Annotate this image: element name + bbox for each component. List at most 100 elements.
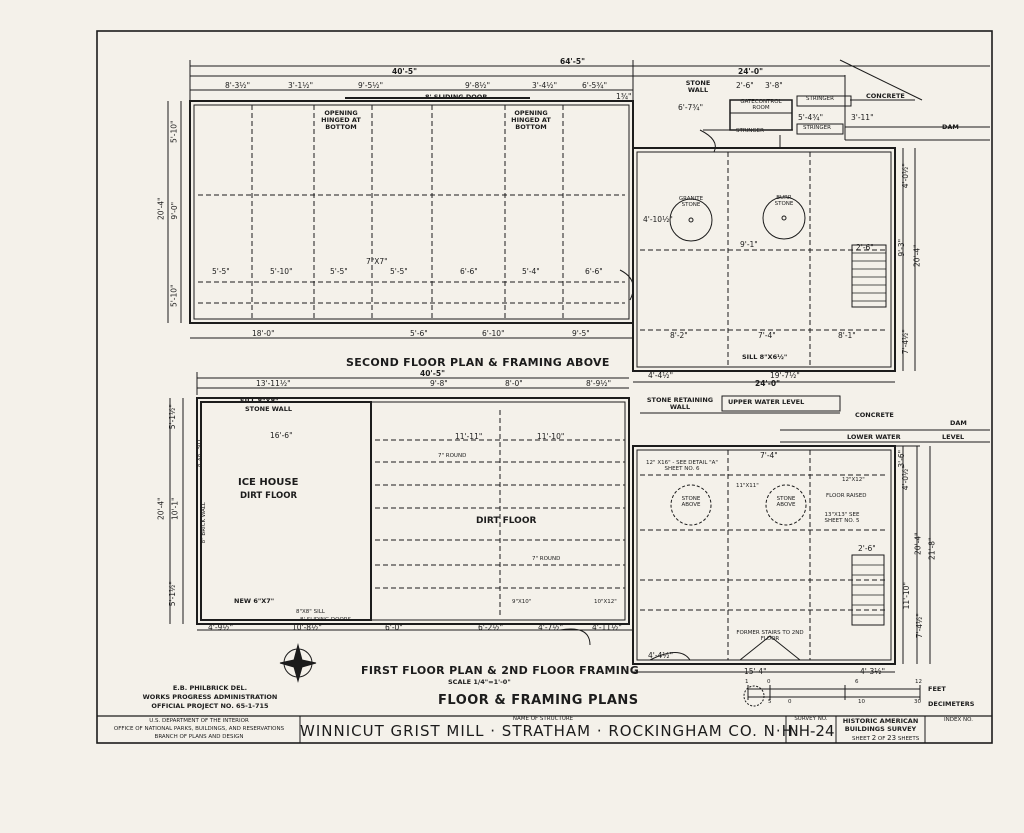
stringer-note: STRINGER	[736, 128, 764, 134]
decimeters-label: DECIMETERS	[928, 700, 975, 708]
former-stairs-note: FORMER STAIRS TO 2ND FLOOR	[736, 630, 804, 643]
dim-label: 7"X7"	[366, 257, 388, 266]
dim-label: 7'-4"	[760, 451, 778, 460]
concrete-note: CONCRETE	[866, 92, 905, 100]
dirt-floor-label: DIRT FLOOR	[240, 491, 298, 501]
dim-label: 2'-6"	[736, 81, 754, 90]
stone-above-label: STONE ABOVE	[681, 496, 701, 508]
opening-note: OPENING HINGED AT BOTTOM	[511, 109, 551, 131]
dim-label: 11'-10"	[901, 582, 911, 610]
overall-dim-label: 64'-5"	[560, 57, 585, 66]
dim-label: 20'-4"	[156, 197, 166, 221]
survey-no: NH-24	[787, 722, 835, 740]
dim-label: 8'-9½"	[586, 379, 612, 388]
dim-label: 4'-4½"	[648, 371, 674, 380]
dim-label: 5'-10"	[169, 284, 179, 308]
agency-line: BRANCH OF PLANS AND DESIGN	[154, 734, 244, 740]
feet-label: FEET	[928, 685, 946, 693]
drawing-title: FLOOR & FRAMING PLANS	[438, 693, 639, 708]
sill-note: 8"X8" SILL	[296, 609, 325, 615]
survey-no-label: SURVEY NO.	[794, 716, 828, 722]
round-post-note: 7" ROUND	[438, 453, 467, 459]
dim-label: 5'-4¾"	[798, 113, 824, 122]
scale-note: SCALE 1/4"=1'-0"	[448, 678, 511, 686]
first-floor-title: FIRST FLOOR PLAN & 2ND FLOOR FRAMING	[361, 664, 640, 677]
index-no-label: INDEX NO.	[944, 717, 973, 723]
dim-label: 4'-7½"	[538, 623, 564, 632]
delineator-line: WORKS PROGRESS ADMINISTRATION	[142, 693, 278, 701]
sill-note: 8"X8" SILL	[196, 438, 203, 468]
dim-label: 5'-10"	[169, 120, 179, 144]
structure-name: WINNICUT GRIST MILL · STRATHAM · ROCKING…	[300, 722, 800, 740]
sheet-prefix: SHEET	[852, 736, 870, 742]
bay-dim: 5'-5"	[330, 267, 348, 276]
scale-tick: 30	[914, 699, 921, 705]
stone-wall-note: STONE WALL	[245, 405, 292, 413]
habs-line: HISTORIC AMERICAN	[842, 717, 919, 725]
scale-tick: 6	[855, 679, 859, 685]
dim-label: 10'-1"	[170, 497, 180, 521]
dim-label: 9"X10"	[512, 599, 532, 605]
dim-label: 13'-11½"	[256, 379, 291, 388]
dim-label: 4'-4½"	[648, 651, 674, 660]
dim-label: 4'-10½"	[643, 215, 673, 224]
sill-note: SILL 8"X6½"	[742, 353, 788, 361]
bay-dim: 5'-4"	[522, 267, 540, 276]
sliding-doors-note: 8' SLIDING DOORS	[300, 617, 352, 623]
dim-label: 9'-5½"	[358, 81, 384, 90]
sheet-of: OF	[877, 736, 886, 742]
dim-label: 6'-5¾"	[582, 81, 608, 90]
dim-label: 15'-4"	[744, 667, 767, 676]
dim-label: 24'-0"	[738, 67, 763, 76]
bay-dim: 5'-5"	[390, 267, 408, 276]
dim-label: 11"X11"	[736, 483, 759, 489]
dim-label: 21'-8"	[927, 537, 937, 561]
dim-label: 3'-11"	[851, 113, 874, 122]
dim-label: 4'-3½"	[860, 667, 886, 676]
name-of-structure-label: NAME OF STRUCTURE	[512, 716, 574, 722]
dim-label: 8'-1"	[838, 331, 856, 340]
second-floor-plan	[167, 59, 990, 383]
stringer-note: STRINGER	[806, 96, 834, 102]
scale-tick: 12	[915, 679, 922, 685]
dim-label: 6'-7¾"	[678, 103, 704, 112]
dim-label: 6'-10"	[482, 329, 505, 338]
dim-label: 10'-8½"	[292, 623, 322, 632]
sheet-total: 23	[887, 734, 897, 742]
scale-tick: 0	[788, 699, 792, 705]
dim-label: 9'-3"	[897, 238, 907, 257]
dim-label: 4'-11½"	[592, 623, 622, 632]
concrete-note: CONCRETE	[855, 411, 894, 419]
dim-label: 20'-4"	[912, 244, 922, 268]
dim-label: 40'-5"	[392, 67, 417, 76]
dim-label: 8'-0"	[505, 379, 523, 388]
dim-label: 1¾"	[616, 92, 632, 101]
sheet-suffix: SHEETS	[897, 736, 920, 742]
dim-label: 2'-6"	[856, 243, 874, 252]
burr-stone-label: BURR STONE	[774, 195, 794, 207]
delineator-line: E.B. PHILBRICK DEL.	[172, 684, 248, 692]
sheet-border	[96, 30, 993, 744]
dim-label: 3'-8"	[765, 81, 783, 90]
scale-tick: 0	[767, 679, 771, 685]
dim-label: 4'-0½"	[900, 465, 910, 491]
first-floor-plan	[169, 372, 990, 673]
scale-bar	[747, 685, 921, 700]
scale-tick: 10	[858, 699, 865, 705]
dam-note: DAM	[950, 419, 967, 427]
stringer-note: STRINGER	[803, 125, 831, 131]
dim-label: 18'-0"	[252, 329, 275, 338]
dim-label: 4'-9½"	[208, 623, 234, 632]
stone-retaining-note: STONE RETAINING WALL	[646, 396, 714, 411]
brick-wall-note: 8" BRICK WALL	[200, 502, 207, 544]
dim-label: 12"X12"	[842, 477, 865, 483]
stone-wall-note: STONE WALL	[685, 79, 711, 94]
gatecontrol-note: GATECONTROL ROOM	[740, 99, 782, 111]
dim-label: 11'-10"	[537, 432, 565, 441]
habs-line: BUILDINGS SURVEY	[844, 725, 917, 733]
detail-note: 12" X16" - SEE DETAIL "A" SHEET NO. 6	[646, 460, 718, 473]
dim-label: 7'-4½"	[914, 613, 924, 639]
dim-label: 24'-0"	[755, 379, 780, 388]
dim-label: 8'-3½"	[225, 81, 251, 90]
dim-label: 9'-1"	[740, 240, 758, 249]
